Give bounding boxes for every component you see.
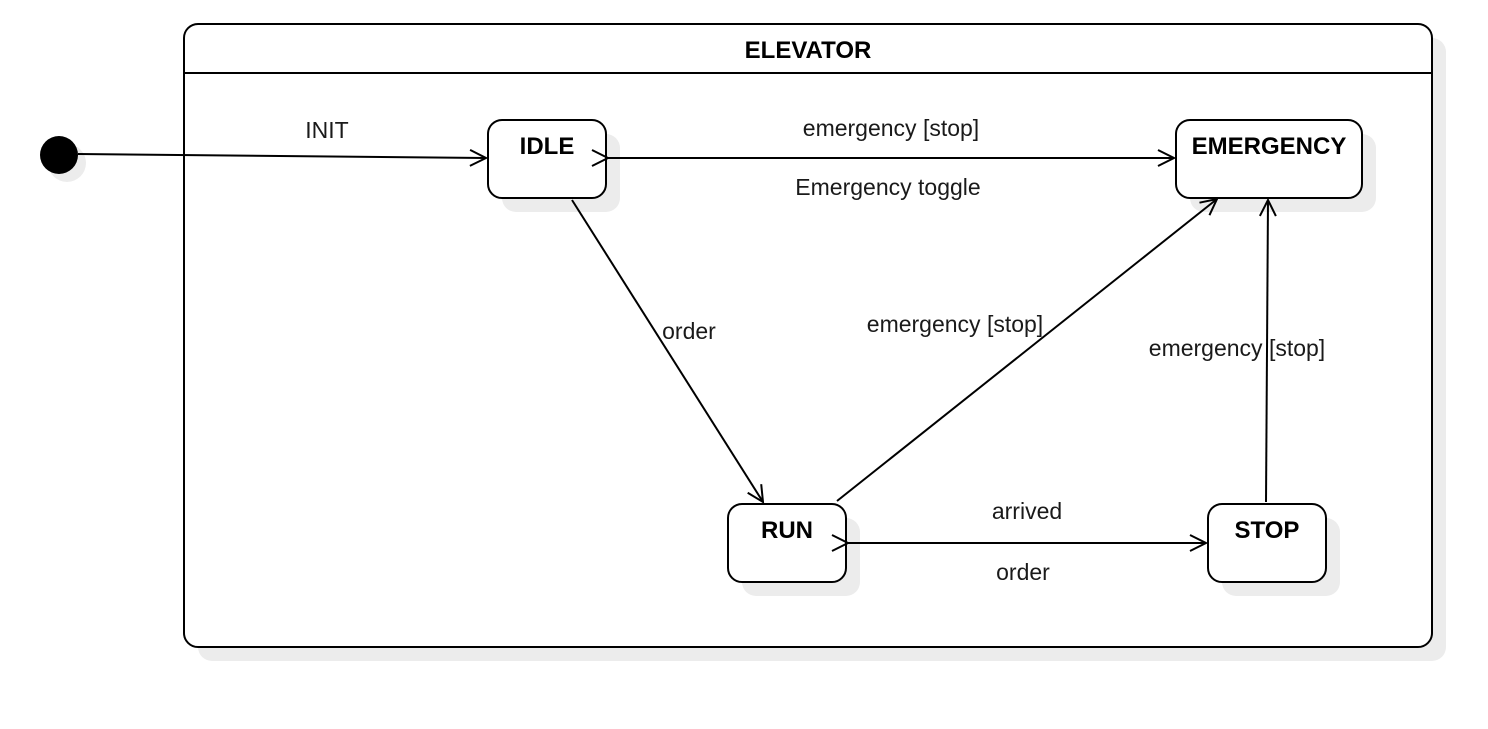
state-stop[interactable]: STOP (1207, 503, 1340, 596)
initial-state[interactable] (40, 136, 86, 182)
state-run-label: RUN (761, 517, 813, 544)
container-title: ELEVATOR (745, 37, 872, 64)
state-idle[interactable]: IDLE (487, 119, 620, 212)
transition-stop-emergency-label: emergency [stop] (1149, 335, 1325, 361)
transition-run-emergency-arrow[interactable] (836, 199, 1217, 502)
transition-init-arrow[interactable] (77, 154, 486, 158)
state-stop-label: STOP (1235, 517, 1300, 544)
state-emergency[interactable]: EMERGENCY (1175, 119, 1376, 212)
transition-stop-emergency-arrow[interactable] (1266, 200, 1268, 503)
transition-idle-emergency-label: emergency [stop] (803, 115, 979, 141)
transition-emergency-idle-label: Emergency toggle (795, 174, 980, 200)
transition-idle-run-arrow[interactable] (571, 199, 763, 502)
transition-stop-run-label: order (996, 559, 1050, 585)
transition-init-label: INIT (305, 117, 348, 143)
transition-run-emergency-label: emergency [stop] (867, 311, 1043, 337)
state-emergency-label: EMERGENCY (1192, 133, 1347, 160)
state-run[interactable]: RUN (727, 503, 860, 596)
transition-run-stop-label: arrived (992, 498, 1062, 524)
state-idle-label: IDLE (520, 133, 575, 160)
transition-idle-run-label: order (662, 318, 716, 344)
